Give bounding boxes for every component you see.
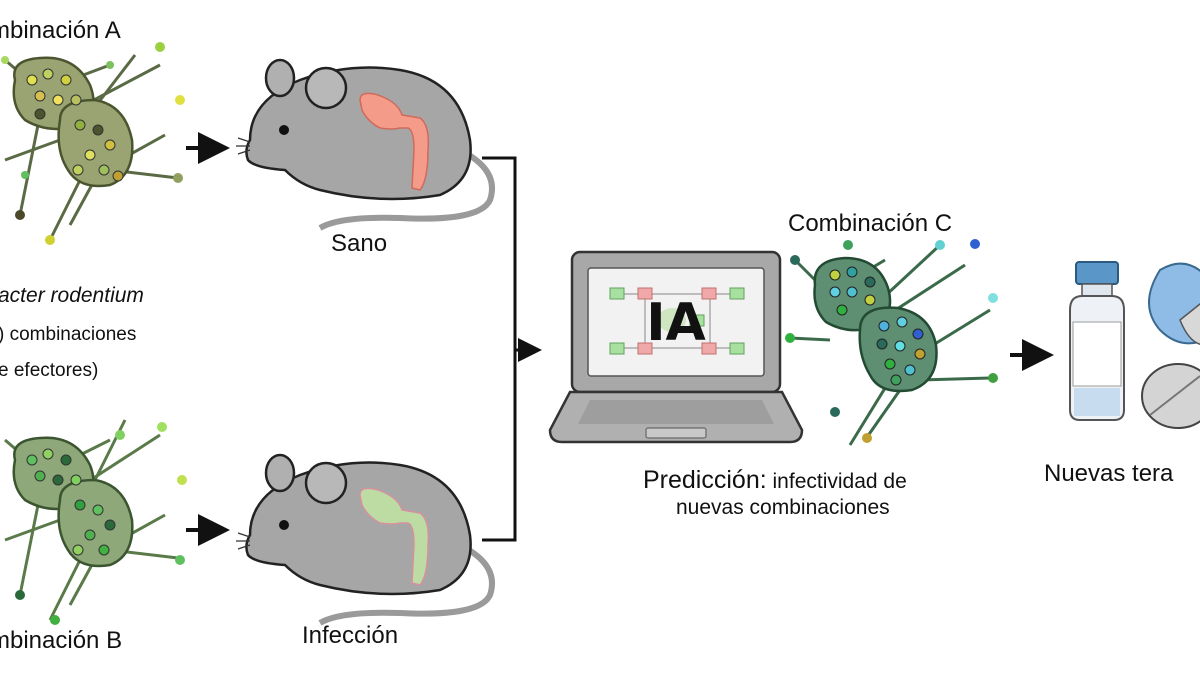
laptop-icon: IA	[548, 250, 804, 444]
label-combinations-count: ) combinaciones	[0, 324, 137, 345]
ai-label: IA	[646, 293, 706, 353]
label-infection: Infección	[302, 622, 399, 649]
bacteria-b-icon	[4, 419, 187, 625]
vial-icon	[1069, 261, 1125, 421]
label-combination-b: mbinación B	[0, 627, 123, 654]
label-combination-c: Combinación C	[788, 210, 953, 237]
bacteria-c-icon	[785, 239, 998, 446]
label-prediction: Predicción: infectividad de	[643, 466, 907, 495]
label-species: acter rodentium	[0, 284, 144, 307]
prediction-text: infectividad de	[772, 470, 907, 493]
label-combination-a: mbinación A	[0, 17, 121, 44]
mouse-healthy-icon	[236, 58, 495, 231]
bacteria-a-icon	[1, 42, 185, 245]
mouse-infected-icon	[236, 453, 495, 626]
prediction-heading: Predicción:	[643, 466, 767, 494]
label-healthy: Sano	[331, 230, 388, 257]
pill-icon	[1148, 262, 1200, 345]
bracket	[482, 156, 517, 542]
label-effectors: e efectores)	[0, 360, 99, 381]
label-prediction-line2: nuevas combinaciones	[676, 496, 890, 519]
label-new-therapies: Nuevas tera	[1044, 460, 1174, 487]
tablet-icon	[1141, 363, 1200, 429]
